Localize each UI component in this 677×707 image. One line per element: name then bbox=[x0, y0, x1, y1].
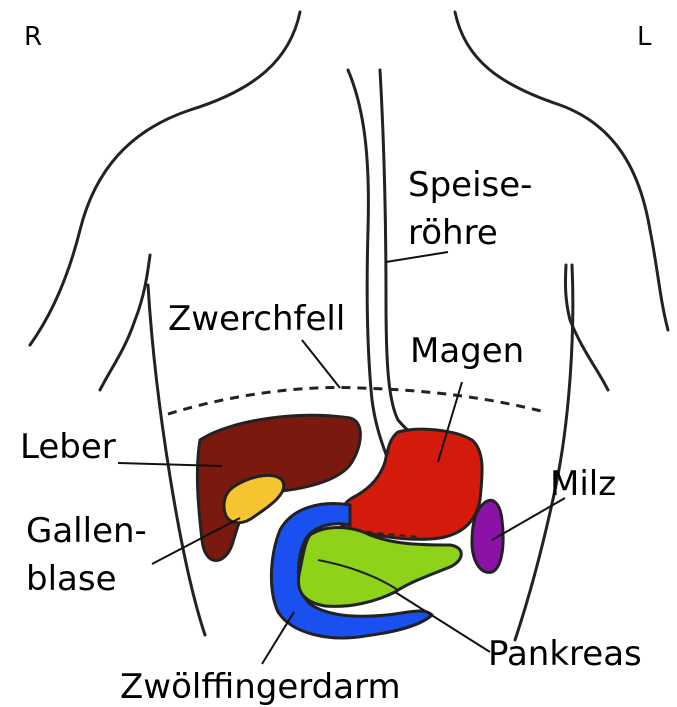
label-speiseroehre-line1: Speise- bbox=[408, 165, 532, 205]
side-marker-right: R bbox=[24, 22, 42, 52]
leader-zwoelffingerdarm bbox=[262, 612, 294, 664]
label-gallenblase-line1: Gallen- bbox=[26, 511, 147, 551]
diaphragm-line bbox=[168, 387, 545, 414]
label-leber: Leber bbox=[20, 427, 116, 467]
leader-zwerchfell bbox=[302, 340, 340, 388]
label-zwerchfell: Zwerchfell bbox=[168, 299, 345, 339]
body-side-left bbox=[515, 265, 573, 640]
label-speiseroehre-line2: röhre bbox=[408, 213, 498, 253]
leader-speiseroehre bbox=[386, 252, 448, 262]
label-pankreas: Pankreas bbox=[488, 634, 642, 674]
label-magen: Magen bbox=[410, 331, 524, 371]
side-marker-left: L bbox=[637, 22, 652, 52]
body-outline-left-arm bbox=[100, 255, 150, 390]
label-milz: Milz bbox=[550, 464, 616, 504]
esophagus-right-wall bbox=[380, 70, 424, 440]
body-outline-left-shoulder bbox=[30, 12, 300, 345]
stomach-organ bbox=[340, 429, 482, 539]
label-zwoelffingerdarm: Zwölffingerdarm bbox=[120, 667, 401, 707]
label-gallenblase-line2: blase bbox=[26, 559, 117, 599]
